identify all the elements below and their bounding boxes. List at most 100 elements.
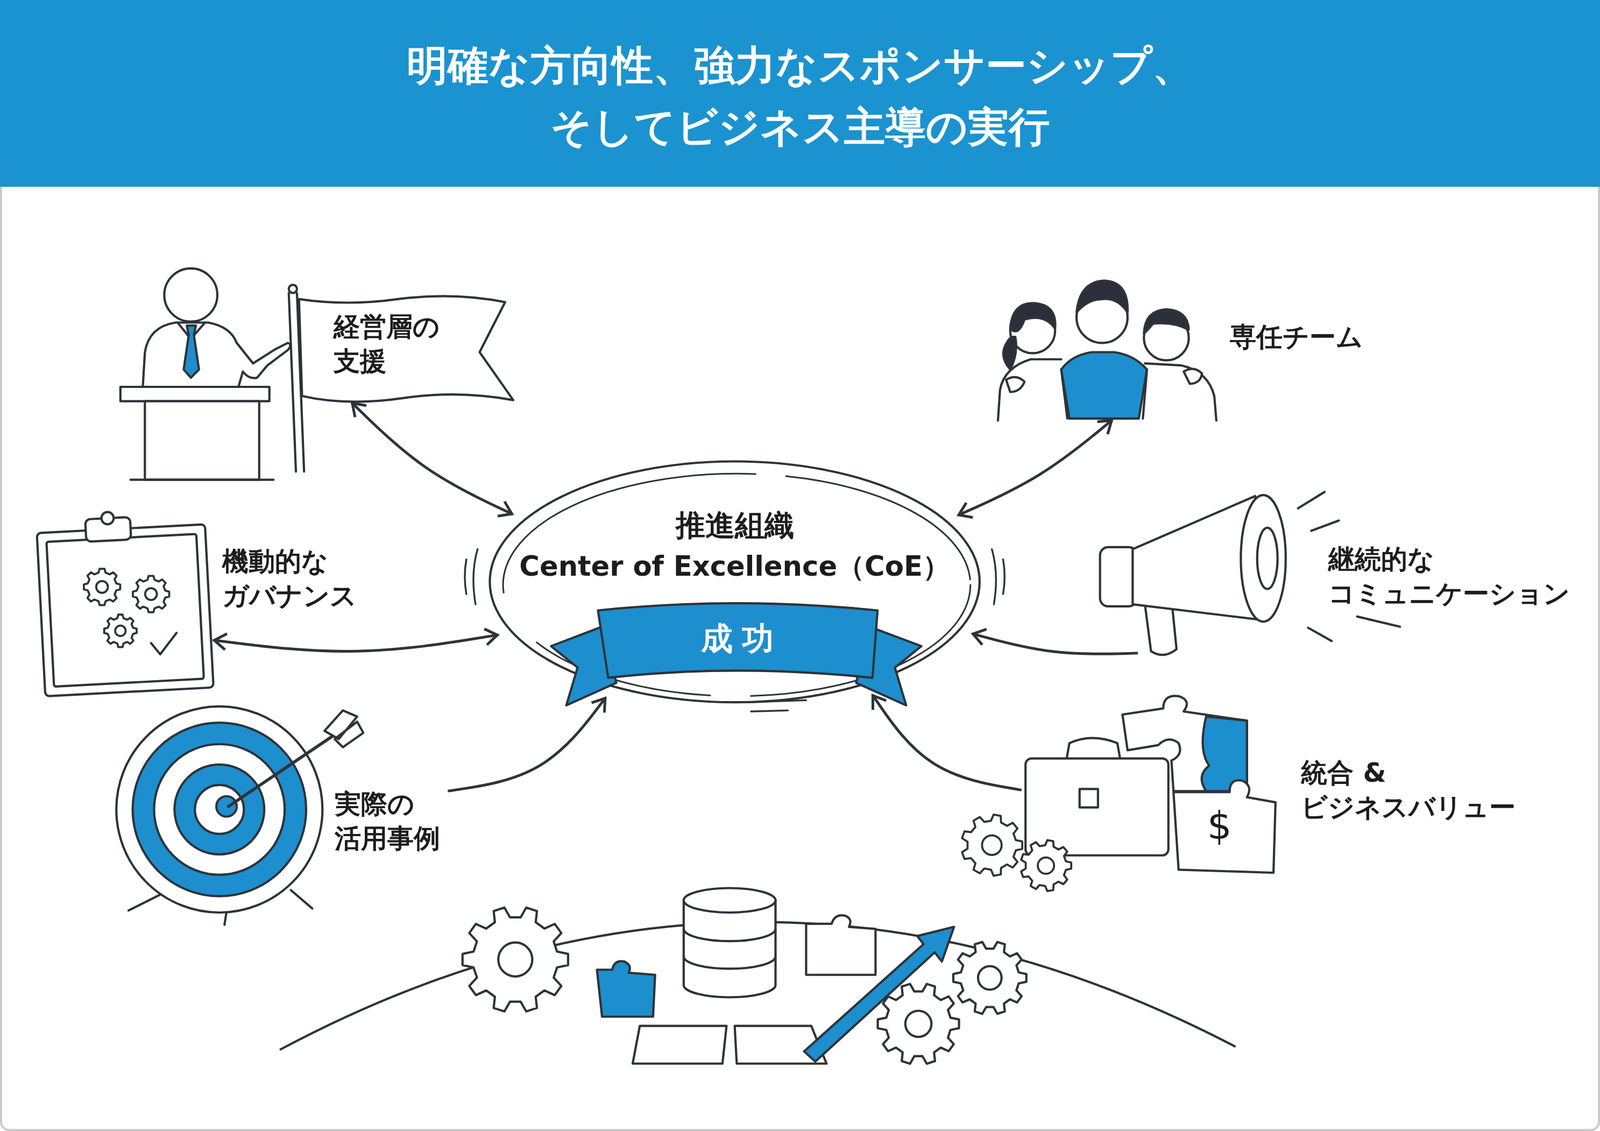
megaphone-illustration <box>1240 494 1286 622</box>
team-illustration <box>1183 369 1202 385</box>
team-illustration <box>1143 309 1189 335</box>
speaker-illustration <box>164 268 218 322</box>
business-value-illustration <box>1079 788 1099 807</box>
node-label: Center of Excellence（CoE） <box>489 548 980 585</box>
business-value-icon: 統合 & ビジネスバリュー <box>1020 702 1281 878</box>
gear-icon <box>953 942 1027 1015</box>
node-label: 継続的な コミュニケーション <box>1328 541 1578 611</box>
gear-hole <box>498 942 533 977</box>
target-illustration <box>174 764 265 855</box>
team-illustration <box>1144 363 1217 421</box>
connector-arrow <box>872 695 1021 790</box>
coe-ellipse-illustration <box>489 461 980 703</box>
team-illustration <box>997 359 1062 421</box>
gear-icon <box>961 814 1023 876</box>
gear-icons <box>462 907 569 1012</box>
speaker-illustration <box>130 478 274 481</box>
target-illustration <box>324 710 364 747</box>
gear-icon <box>132 575 170 613</box>
megaphone-illustration <box>1100 547 1137 607</box>
gear-icon <box>878 983 960 1064</box>
target-icon: 実際の 活用事例 <box>112 714 450 919</box>
foundation-objects <box>597 960 656 1017</box>
gear-icon <box>462 907 569 1012</box>
target-illustration <box>228 727 345 807</box>
gear-hole <box>115 625 126 636</box>
gear-icon <box>462 907 569 1012</box>
gear-icons <box>878 942 1027 1064</box>
team-illustration <box>997 280 1217 421</box>
gear-icon <box>104 614 137 647</box>
speaker-illustration <box>120 386 270 402</box>
target-illustration <box>194 784 244 834</box>
gear-hole <box>1037 857 1054 874</box>
connector-arrow <box>973 633 1137 654</box>
team-icon: 専任チーム <box>994 273 1220 421</box>
megaphone-icon: 継続的な コミュニケーション <box>1096 489 1297 653</box>
node-label: 推進組織 <box>489 506 980 545</box>
gear-icon <box>1021 839 1072 891</box>
foundation-objects <box>805 915 876 975</box>
target-illustration <box>153 744 285 875</box>
target-illustration <box>132 722 307 897</box>
gear-hole <box>978 966 1002 990</box>
target-illustration <box>116 706 323 913</box>
speaker-illustration <box>144 401 259 480</box>
node-label: 成功 <box>550 618 924 660</box>
megaphone-illustration <box>1144 604 1177 655</box>
title-text: 明確な方向性、強力なスポンサーシップ、 そしてビジネス主導の実行 <box>387 35 1213 159</box>
success-ribbon: 成功 <box>550 602 924 705</box>
team-illustration <box>1061 351 1148 419</box>
speaker-illustration <box>288 284 297 293</box>
gear-hole <box>905 1010 932 1038</box>
foundation-objects <box>683 887 776 913</box>
team-illustration <box>1076 280 1128 313</box>
team-illustration <box>1061 369 1148 419</box>
connector-arrow <box>449 698 606 791</box>
gear-icon <box>953 942 1027 1015</box>
gear-icons <box>83 568 170 648</box>
speaker-illustration <box>299 295 514 402</box>
speaker-illustration <box>143 322 291 386</box>
megaphone-illustration <box>1257 527 1278 590</box>
gear-icon <box>132 575 170 613</box>
team-illustration <box>1010 302 1056 331</box>
title-band <box>0 0 1600 187</box>
foundation-objects <box>683 900 776 997</box>
team-illustration <box>1003 336 1017 370</box>
target-illustration <box>116 706 364 925</box>
coe-ellipse: 推進組織Center of Excellence（CoE） 成功 <box>489 459 980 705</box>
clipboard-illustration <box>36 506 214 697</box>
gear-icons <box>961 814 1072 891</box>
gear-icon <box>878 983 960 1064</box>
team-illustration <box>1006 377 1025 393</box>
business-value-illustration <box>1173 780 1276 873</box>
connector-arrow <box>214 634 498 651</box>
target-illustration <box>216 796 237 817</box>
gear-icon <box>83 568 121 606</box>
foundation-objects <box>683 928 776 969</box>
clipboard-illustration <box>151 632 177 655</box>
speaker-illustration <box>183 325 199 378</box>
node-label: 実際の 活用事例 <box>334 786 452 856</box>
gear-hole <box>96 581 109 593</box>
foundation-objects <box>632 1025 727 1064</box>
clipboard-illustration <box>101 511 115 525</box>
gear-icon <box>83 568 121 606</box>
clipboard-illustration <box>36 506 214 697</box>
clipboard-illustration <box>36 524 214 697</box>
governance-clipboard: 機動的な ガバナンス <box>35 510 215 696</box>
gear-hole <box>145 588 158 600</box>
gear-hole <box>981 835 1002 855</box>
symbol-label: $ <box>1207 805 1233 845</box>
coe-ellipse-illustration <box>464 461 1005 712</box>
gear-icon <box>1021 839 1072 891</box>
clipboard-illustration <box>46 533 204 687</box>
node-label: 専任チーム <box>1229 319 1363 355</box>
connector-arrow <box>352 402 513 514</box>
node-label: 機動的な ガバナンス <box>222 543 363 613</box>
connector-arrow <box>958 420 1112 515</box>
node-label: 統合 & ビジネスバリュー <box>1300 755 1524 825</box>
